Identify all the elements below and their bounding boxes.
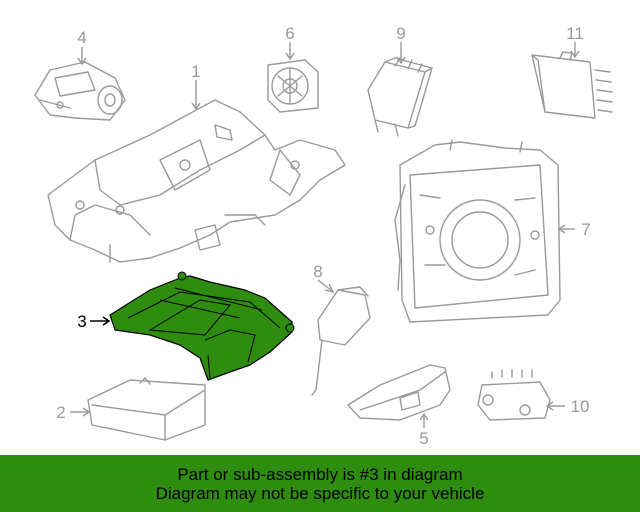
- part-4-motor: [34, 61, 126, 121]
- callout-2: 2: [56, 403, 65, 422]
- banner-line-1: Part or sub-assembly is #3 in diagram: [177, 464, 463, 484]
- callout-8: 8: [313, 262, 322, 281]
- part-1-seat-frame: [47, 99, 346, 263]
- part-2-ecu: [87, 377, 206, 441]
- part-11-control-module: [531, 51, 613, 119]
- callout-4: 4: [77, 28, 86, 47]
- info-banner: Part or sub-assembly is #3 in diagram Di…: [0, 455, 640, 512]
- callout-9: 9: [396, 24, 405, 43]
- parts-diagram: 1 4 6 9 11 7 8 3 2 5 10: [34, 24, 613, 448]
- callout-11: 11: [566, 24, 584, 43]
- callout-1: 1: [191, 62, 200, 81]
- callout-6: 6: [285, 24, 294, 43]
- part-5-bracket: [347, 364, 451, 421]
- part-9-module: [367, 57, 433, 137]
- part-10-connector: [477, 369, 551, 421]
- part-7-cushion-frame: [394, 139, 561, 323]
- part-3-highlighted-assembly: [109, 271, 295, 381]
- callout-7: 7: [581, 220, 590, 239]
- part-8-sensor: [311, 286, 371, 396]
- callout-10: 10: [571, 397, 590, 416]
- part-6-fan: [267, 59, 319, 113]
- banner-line-2: Diagram may not be specific to your vehi…: [155, 483, 485, 503]
- callout-3: 3: [77, 312, 86, 331]
- callout-5: 5: [419, 429, 428, 448]
